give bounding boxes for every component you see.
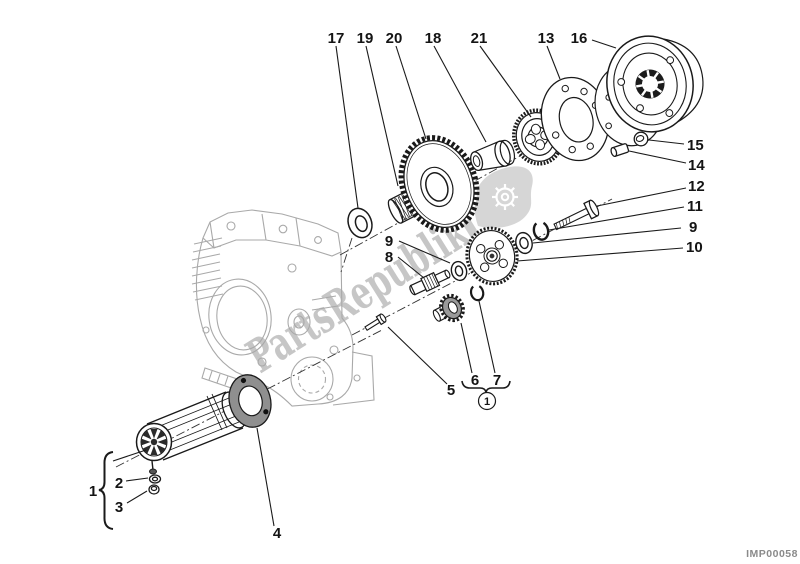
callout-9-right: 9 bbox=[689, 219, 697, 236]
callout-labels: 17 19 20 18 21 13 16 15 14 12 11 9 10 9 … bbox=[89, 30, 706, 542]
callout-5: 5 bbox=[447, 382, 455, 399]
part-shaft-8 bbox=[409, 269, 451, 296]
assembly-callout-circle bbox=[477, 391, 497, 411]
callout-1: 1 bbox=[89, 483, 97, 500]
callout-13: 13 bbox=[538, 30, 555, 47]
part-washer-9-left bbox=[450, 260, 468, 282]
part-washer-2 bbox=[148, 474, 162, 484]
figure-code: IMP00058 bbox=[746, 548, 798, 560]
part-gear-10 bbox=[465, 226, 519, 286]
part-circlip-7 bbox=[469, 285, 485, 302]
callout-12: 12 bbox=[688, 178, 705, 195]
brace-items-6-7 bbox=[461, 380, 511, 393]
callout-21: 21 bbox=[471, 30, 488, 47]
grouping-brackets bbox=[98, 380, 511, 530]
callout-8: 8 bbox=[385, 249, 393, 266]
part-gear-20 bbox=[398, 135, 480, 233]
callout-11: 11 bbox=[687, 198, 703, 215]
callout-2: 2 bbox=[115, 475, 123, 492]
part-gasket-4 bbox=[228, 374, 272, 428]
brace-item-1 bbox=[98, 451, 114, 530]
part-nut-3 bbox=[148, 484, 160, 495]
callout-6: 6 bbox=[471, 372, 479, 389]
part-washer-9-right bbox=[515, 231, 533, 255]
assembly-callout-1: 1 bbox=[484, 396, 490, 408]
flywheel-spline-hub bbox=[635, 69, 665, 99]
callout-10: 10 bbox=[686, 239, 703, 256]
gear-icon bbox=[492, 184, 518, 210]
leader-lines bbox=[112, 39, 687, 527]
callout-9-left: 9 bbox=[385, 233, 393, 250]
watermark-flag bbox=[474, 166, 533, 228]
callout-16: 16 bbox=[571, 30, 588, 47]
callout-18: 18 bbox=[425, 30, 442, 47]
part-flywheel-16 bbox=[594, 35, 704, 147]
callout-20: 20 bbox=[386, 30, 403, 47]
part-nut-15 bbox=[633, 131, 649, 147]
part-screw-5 bbox=[364, 313, 387, 332]
callout-19: 19 bbox=[357, 30, 374, 47]
part-sprag-gear-21 bbox=[512, 108, 564, 166]
callout-17: 17 bbox=[328, 30, 345, 47]
callout-7: 7 bbox=[493, 372, 501, 389]
part-washer-17 bbox=[347, 207, 373, 239]
callout-4: 4 bbox=[273, 525, 282, 542]
callout-3: 3 bbox=[115, 499, 123, 516]
part-pin-14 bbox=[610, 143, 630, 158]
part-bolt-12 bbox=[553, 199, 600, 231]
part-bushing-18 bbox=[470, 139, 516, 172]
callout-15: 15 bbox=[687, 137, 704, 154]
callout-14: 14 bbox=[688, 157, 705, 174]
part-pinion-6 bbox=[432, 293, 465, 323]
part-circlip-11 bbox=[532, 221, 550, 241]
starter-fan-face bbox=[141, 429, 167, 455]
